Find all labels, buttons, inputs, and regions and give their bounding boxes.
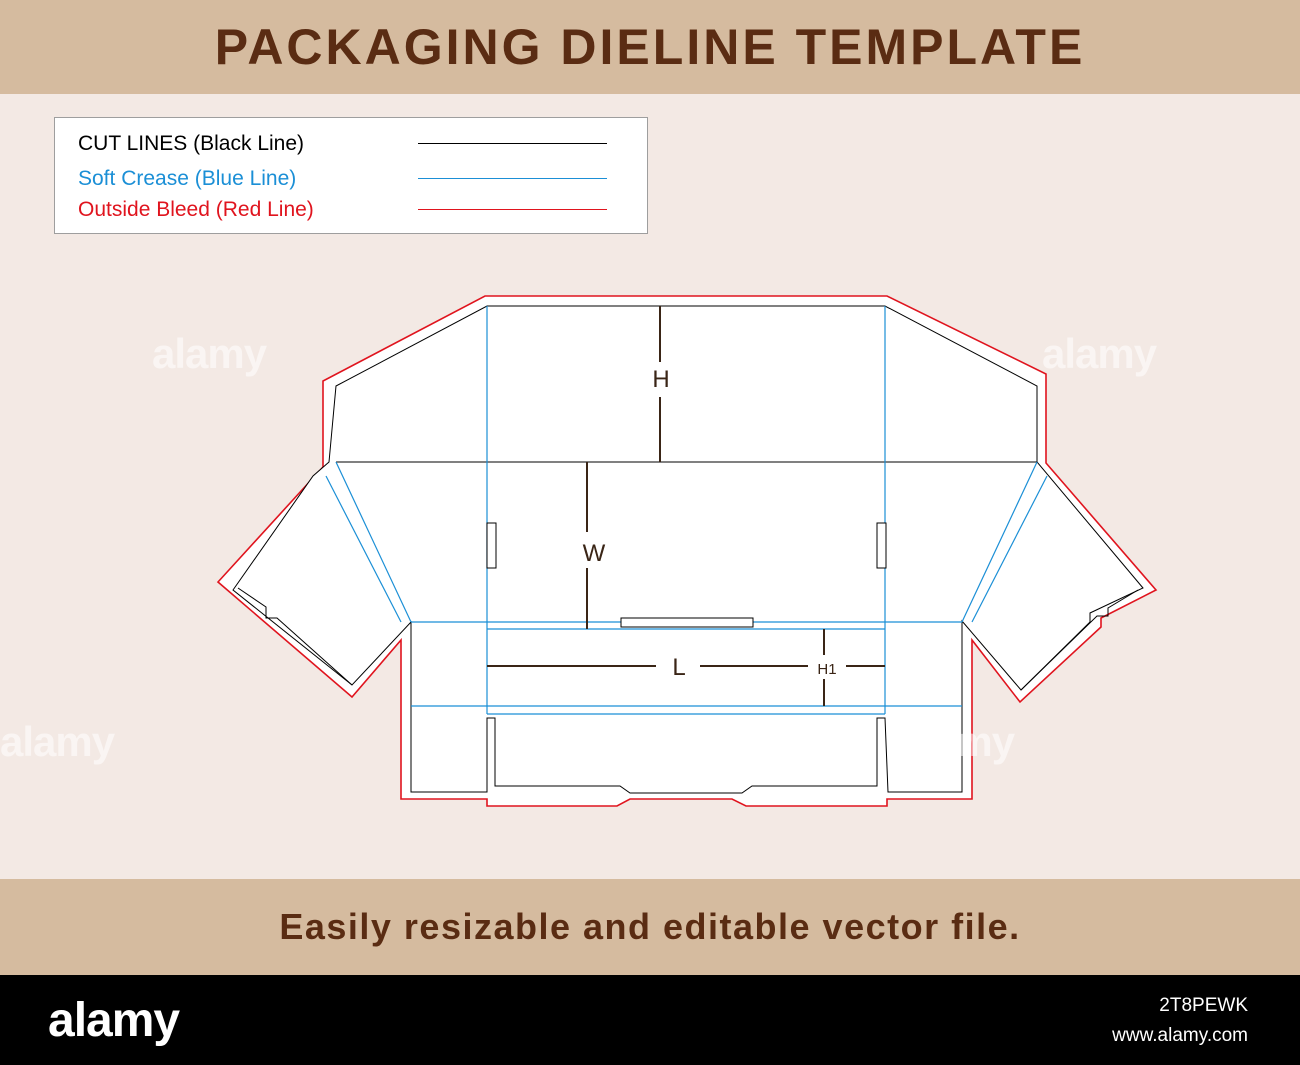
image-id: 2T8PEWK (1159, 995, 1248, 1016)
header-banner: PACKAGING DIELINE TEMPLATE (0, 0, 1300, 94)
legend-label-crease: Soft Crease (Blue Line) (78, 167, 297, 190)
page-title: PACKAGING DIELINE TEMPLATE (214, 19, 1086, 75)
tagline: Easily resizable and editable vector fil… (279, 906, 1021, 947)
watermark-bottom-right: alamy (900, 718, 1015, 765)
dimension-lines (487, 306, 885, 706)
watermark-bottom-left: alamy (0, 718, 115, 765)
legend-item-bleed: Outside Bleed (Red Line) (78, 197, 638, 223)
footer-bar: alamy 2T8PEWK www.alamy.com (0, 975, 1300, 1065)
dimension-label-h1: H1 (817, 661, 836, 678)
watermark-right: alamy (1042, 330, 1157, 377)
tagline-banner: Easily resizable and editable vector fil… (0, 879, 1300, 975)
dimension-label-width: W (583, 540, 606, 567)
legend-swatch-cut (418, 143, 607, 144)
legend-item-crease: Soft Crease (Blue Line) (78, 166, 638, 192)
watermark-left: alamy (152, 330, 267, 377)
legend-label-cut: CUT LINES (Black Line) (78, 132, 305, 155)
dimension-label-length: L (672, 654, 685, 681)
left-slot (486, 522, 497, 569)
legend-label-bleed: Outside Bleed (Red Line) (78, 198, 314, 221)
cut-outline (232, 305, 1144, 794)
alamy-logo: alamy (48, 994, 180, 1047)
dimension-label-height: H (652, 366, 669, 393)
legend-item-cut: CUT LINES (Black Line) (78, 131, 638, 157)
right-slot (876, 522, 887, 569)
left-flap-notch (237, 587, 353, 686)
line-legend: CUT LINES (Black Line) Soft Crease (Blue… (54, 117, 648, 234)
center-slot (620, 617, 754, 628)
footer-url: www.alamy.com (1112, 1025, 1248, 1046)
legend-swatch-bleed (418, 209, 607, 210)
legend-swatch-crease (418, 178, 607, 179)
right-flap-notch (1020, 589, 1139, 691)
crease-lines (325, 306, 1048, 715)
